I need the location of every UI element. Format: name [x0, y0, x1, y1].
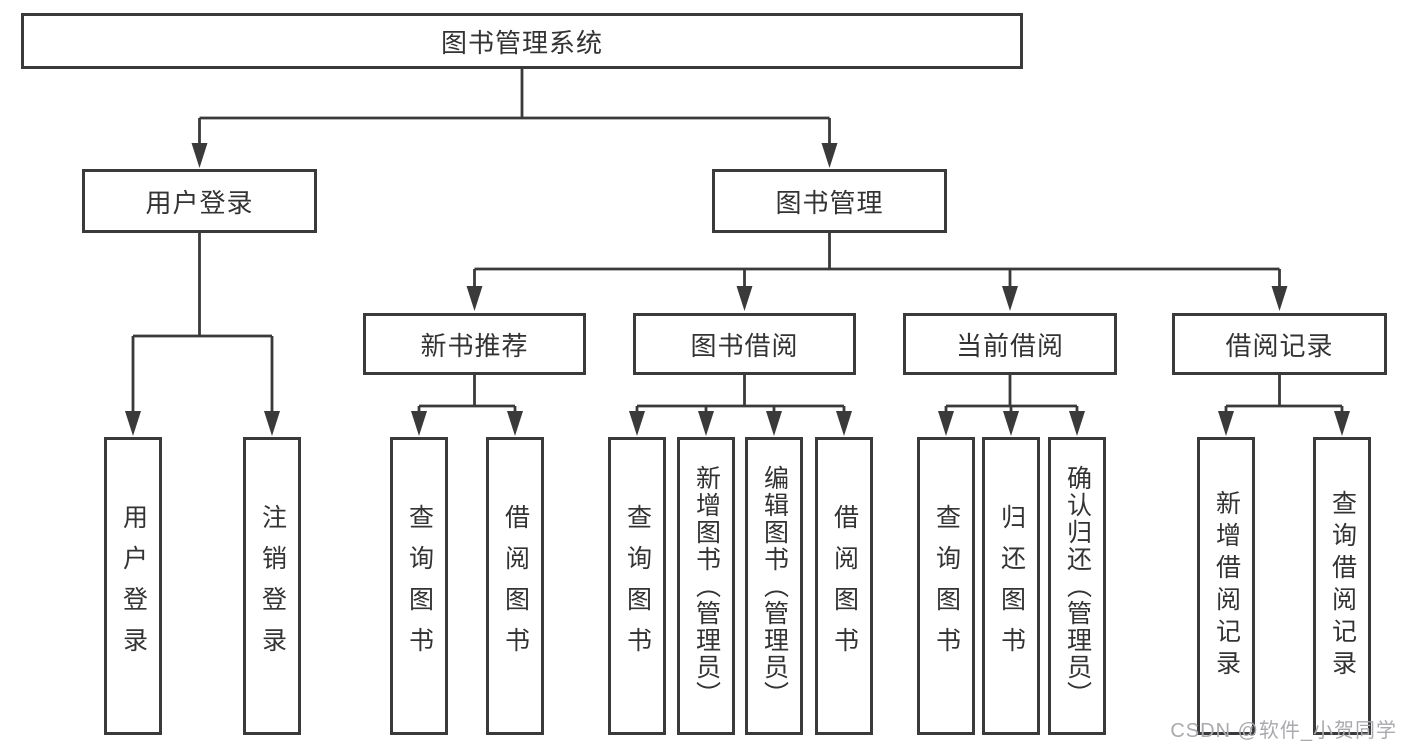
node-user-login: 用户登录 — [82, 169, 317, 233]
arrow-icon — [736, 286, 753, 311]
arrow-icon — [1003, 411, 1019, 436]
arrow-icon — [1334, 411, 1350, 436]
arrow-icon — [191, 143, 208, 168]
arrow-icon — [264, 411, 280, 436]
arrow-icon — [1271, 286, 1288, 311]
node-borrow-records: 借阅记录 — [1172, 313, 1387, 375]
leaf-query-borrow-record: 查询借阅记录 — [1313, 437, 1371, 735]
leaf-query-books-current: 查询图书 — [917, 437, 975, 735]
arrowheads — [125, 143, 1350, 436]
leaf-edit-book-admin: 编辑图书（管理员） — [745, 437, 803, 735]
arrow-icon — [766, 411, 782, 436]
node-book-borrow: 图书借阅 — [633, 313, 856, 375]
leaf-user-login: 用户登录 — [104, 437, 162, 735]
arrow-icon — [507, 411, 523, 436]
leaf-logout: 注销登录 — [243, 437, 301, 735]
leaf-add-borrow-record: 新增借阅记录 — [1197, 437, 1255, 735]
leaf-query-books-recommend: 查询图书 — [390, 437, 448, 735]
leaf-return-books: 归还图书 — [982, 437, 1040, 735]
arrow-icon — [411, 411, 427, 436]
leaf-query-books-borrow: 查询图书 — [608, 437, 666, 735]
leaf-borrow-books: 借阅图书 — [815, 437, 873, 735]
arrow-icon — [836, 411, 852, 436]
arrow-icon — [1002, 286, 1018, 311]
arrow-icon — [1218, 411, 1234, 436]
arrow-icon — [938, 411, 954, 436]
arrow-icon — [821, 143, 838, 168]
arrow-icon — [125, 411, 141, 436]
node-library-management-system: 图书管理系统 — [21, 13, 1023, 69]
leaf-add-book-admin: 新增图书（管理员） — [677, 437, 735, 735]
arrow-icon — [629, 411, 645, 436]
node-book-management: 图书管理 — [712, 169, 947, 233]
csdn-watermark: CSDN @软件_小贺同学 — [1170, 720, 1397, 742]
leaf-confirm-return-admin: 确认归还（管理员） — [1048, 437, 1106, 735]
arrow-icon — [466, 286, 483, 311]
leaf-borrow-books-recommend: 借阅图书 — [486, 437, 544, 735]
node-current-borrow: 当前借阅 — [903, 313, 1117, 375]
connector-elbows — [131, 69, 1344, 415]
arrow-icon — [1069, 411, 1085, 436]
node-new-book-recommend: 新书推荐 — [363, 313, 586, 375]
arrow-icon — [698, 411, 714, 436]
